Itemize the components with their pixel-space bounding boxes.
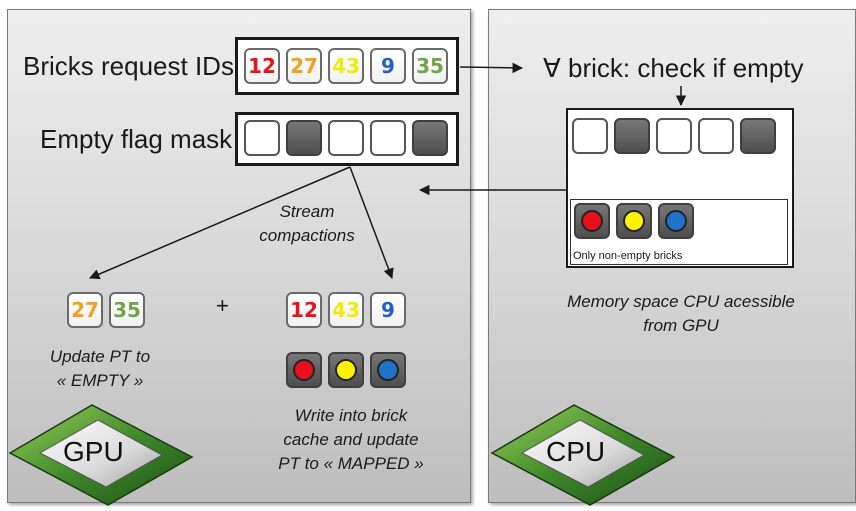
empty-flag-mask-label: Empty flag mask <box>40 124 233 154</box>
cpu-chip-label: CPU <box>546 436 606 467</box>
memory-space-caption: Memory space CPU acessible from GPU <box>567 292 795 335</box>
cpu-brick-tile <box>574 203 610 239</box>
cpu-mask-tile <box>656 118 692 154</box>
empty-flag-tile <box>412 120 448 156</box>
arrow-compact-nonempty <box>349 166 394 279</box>
cpu-brick-tile <box>658 203 694 239</box>
brick-color-dot <box>623 210 645 232</box>
plus-sign: + <box>216 293 229 318</box>
nonempty-id-tile: 43 <box>328 292 364 328</box>
empty-id-tile: 27 <box>67 292 103 328</box>
nonempty-id-tile: 9 <box>370 292 406 328</box>
empty-flag-tile <box>370 120 406 156</box>
nonempty-id-tile: 12 <box>286 292 322 328</box>
arrow-compact-empty <box>89 166 351 280</box>
request-id-tile: 12 <box>244 48 280 84</box>
gpu-chip-icon <box>8 404 194 506</box>
stream-compactions-label: Stream compactions <box>259 202 355 245</box>
check-empty-label: ∀ brick: check if empty <box>543 53 804 83</box>
cpu-mask-tile <box>740 118 776 154</box>
cpu-mask-tile <box>698 118 734 154</box>
gpu-chip-label: GPU <box>63 436 124 467</box>
cpu-mask-tile <box>572 118 608 154</box>
empty-flag-tile <box>286 120 322 156</box>
request-id-tile: 27 <box>286 48 322 84</box>
nonempty-brick-tile <box>370 352 406 388</box>
brick-color-dot <box>377 359 399 381</box>
update-empty-caption: Update PT to « EMPTY » <box>49 347 151 390</box>
request-id-tile: 9 <box>370 48 406 84</box>
request-id-tile: 35 <box>412 48 448 84</box>
write-mapped-caption: Write into brick cache and update PT to … <box>278 406 424 473</box>
brick-color-dot <box>665 210 687 232</box>
brick-color-dot <box>293 359 315 381</box>
nonempty-bricks-label: Only non-empty bricks <box>573 250 683 262</box>
nonempty-brick-tile <box>286 352 322 388</box>
request-ids-label: Bricks request IDs <box>23 51 234 81</box>
empty-flag-tile <box>244 120 280 156</box>
cpu-brick-tile <box>616 203 652 239</box>
nonempty-brick-tile <box>328 352 364 388</box>
brick-color-dot <box>581 210 603 232</box>
brick-color-dot <box>335 359 357 381</box>
cpu-chip-icon <box>490 404 676 506</box>
cpu-mask-tile <box>614 118 650 154</box>
empty-flag-tile <box>328 120 364 156</box>
request-id-tile: 43 <box>328 48 364 84</box>
empty-id-tile: 35 <box>109 292 145 328</box>
arrow-request-to-check <box>459 62 524 74</box>
